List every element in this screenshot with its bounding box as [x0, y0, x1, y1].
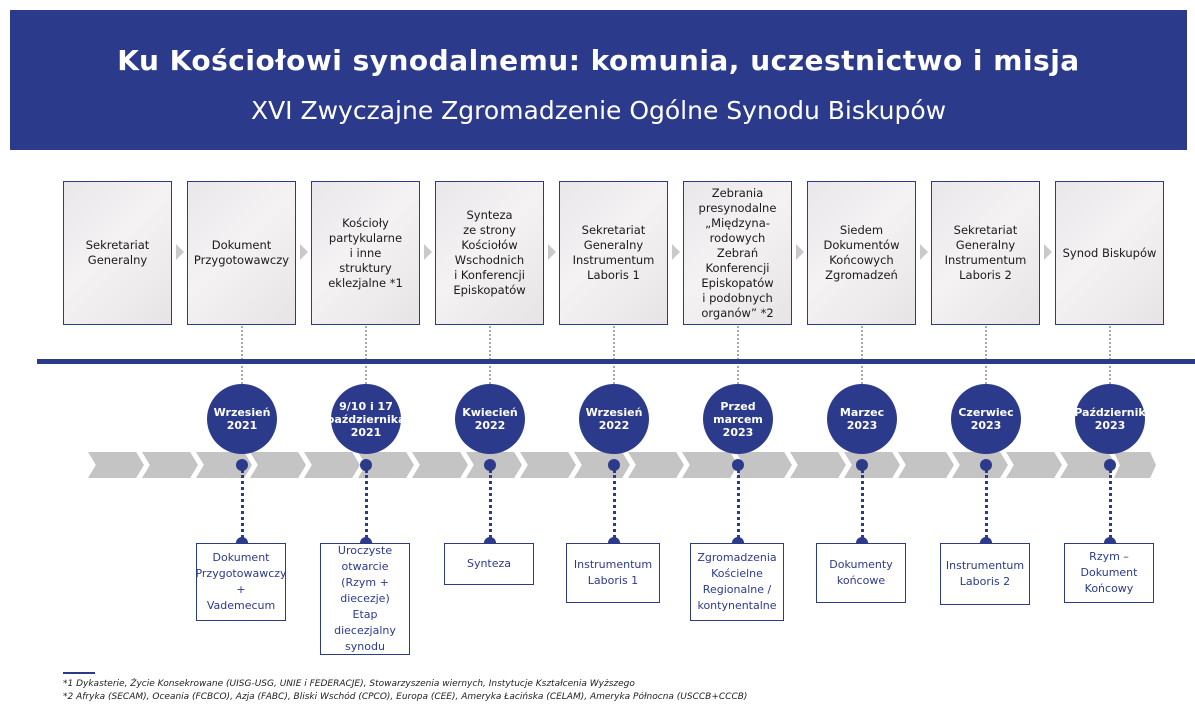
output-connector: [1109, 470, 1112, 543]
output-box: Rzym – Dokument Końcowy: [1064, 543, 1154, 603]
chevron-arrow-icon: [898, 452, 954, 478]
stage-box: Sekretariat Generalny: [63, 181, 172, 325]
flow-arrow-icon: [796, 244, 804, 260]
chevron-arrow-icon: [574, 452, 630, 478]
stage-box: Sekretariat Generalny Instrumentum Labor…: [931, 181, 1040, 325]
output-connector: [489, 470, 492, 543]
header-banner: Ku Kościołowi synodalnemu: komunia, ucze…: [10, 10, 1187, 150]
chevron-arrow-icon: [520, 452, 576, 478]
output-connector: [613, 470, 616, 543]
output-box: Instrumentum Laboris 2: [940, 543, 1030, 605]
chevron-arrow-icon: [682, 452, 738, 478]
output-connector: [365, 470, 368, 543]
footnote-1: *1 Dykasterie, Życie Konsekrowane (UISG-…: [63, 679, 635, 689]
date-marker: Wrzesień 2021: [207, 384, 277, 454]
output-box: Uroczyste otwarcie (Rzym + diecezje) Eta…: [320, 543, 410, 655]
connector-line: [737, 326, 739, 384]
output-box: Zgromadzenia Kościelne Regionalne / kont…: [690, 543, 784, 621]
connector-line: [861, 326, 863, 384]
chevron-arrow-icon: [1006, 452, 1062, 478]
stage-box: Zebrania presynodalne „Międzyna- rodowyc…: [683, 181, 792, 325]
chevron-arrow-icon: [250, 452, 306, 478]
output-connector: [861, 470, 864, 543]
flow-arrow-icon: [548, 244, 556, 260]
chevron-arrow-icon: [736, 452, 792, 478]
date-marker: Marzec 2023: [827, 384, 897, 454]
flow-arrow-icon: [672, 244, 680, 260]
output-box: Dokument Przygotowawczy + Vademecum: [195, 543, 287, 621]
timeline-line: [37, 359, 1195, 364]
connector-line: [613, 326, 615, 384]
connector-line: [985, 326, 987, 384]
stage-box: Dokument Przygotowawczy: [187, 181, 296, 325]
chevron-arrow-icon: [790, 452, 846, 478]
chevron-arrow-icon: [412, 452, 468, 478]
output-box: Dokumenty końcowe: [816, 543, 906, 603]
date-marker: Kwiecień 2022: [455, 384, 525, 454]
chevron-arrow-icon: [142, 452, 198, 478]
timeline-dot-icon: [732, 459, 744, 471]
flow-arrow-icon: [920, 244, 928, 260]
page-subtitle: XVI Zwyczajne Zgromadzenie Ogólne Synodu…: [250, 96, 947, 125]
flow-arrow-icon: [300, 244, 308, 260]
timeline-dot-icon: [236, 459, 248, 471]
page-title: Ku Kościołowi synodalnemu: komunia, ucze…: [117, 44, 1080, 77]
date-marker: Wrzesień 2022: [579, 384, 649, 454]
output-box: Synteza: [444, 543, 534, 585]
date-marker: Przed marcem 2023: [703, 384, 773, 454]
output-connector: [241, 470, 244, 543]
timeline-dot-icon: [856, 459, 868, 471]
chevron-arrow-icon: [88, 452, 144, 478]
output-connector: [737, 470, 740, 543]
stage-box: Sekretariat Generalny Instrumentum Labor…: [559, 181, 668, 325]
output-connector: [985, 470, 988, 543]
footnote-divider: [63, 672, 95, 674]
stage-box: Siedem Dokumentów Końcowych Zgromadzeń: [807, 181, 916, 325]
stage-box: Kościoły partykularne i inne struktury e…: [311, 181, 420, 325]
date-marker: Czerwiec 2023: [951, 384, 1021, 454]
timeline-dot-icon: [484, 459, 496, 471]
chevron-arrow-icon: [844, 452, 900, 478]
flow-arrow-icon: [176, 244, 184, 260]
connector-line: [1109, 326, 1111, 384]
chevron-arrow-icon: [628, 452, 684, 478]
stage-box: Synteza ze strony Kościołów Wschodnich i…: [435, 181, 544, 325]
timeline-dot-icon: [980, 459, 992, 471]
connector-line: [489, 326, 491, 384]
connector-line: [365, 326, 367, 384]
flow-arrow-icon: [424, 244, 432, 260]
stage-box: Synod Biskupów: [1055, 181, 1164, 325]
timeline-dot-icon: [1104, 459, 1116, 471]
flow-arrow-icon: [1044, 244, 1052, 260]
timeline-dot-icon: [360, 459, 372, 471]
chevron-arrow-icon: [304, 452, 360, 478]
timeline-dot-icon: [608, 459, 620, 471]
date-marker: Październik 2023: [1074, 384, 1146, 454]
date-marker: 9/10 i 17 października 2021: [327, 384, 406, 454]
footnote-2: *2 Afryka (SECAM), Oceania (FCBCO), Azja…: [63, 692, 748, 702]
output-box: Instrumentum Laboris 1: [566, 543, 660, 603]
connector-line: [241, 326, 243, 384]
chevron-arrow-icon: [1114, 452, 1156, 478]
